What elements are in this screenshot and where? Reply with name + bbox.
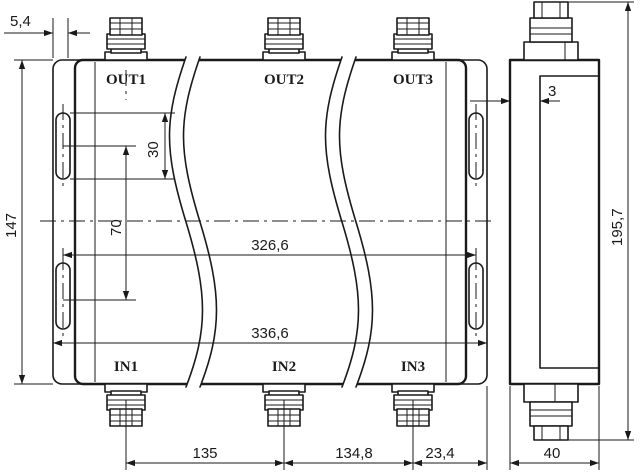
dim-label-height-total: 147 [3, 213, 20, 238]
dimension-side-offset: 3 [470, 83, 560, 105]
dimension-side-height: 195,7 [568, 1, 634, 441]
break-line-2 [324, 56, 374, 388]
dim-label-inner-width: 326,6 [251, 237, 289, 254]
break-line-1 [168, 56, 218, 388]
dim-label-slot-spacing: 30 [145, 141, 162, 158]
dimension-chain-bottom: 135 134,8 23,4 [125, 386, 488, 470]
dim-label-outer-width: 336,6 [251, 325, 289, 342]
connector-out2 [262, 17, 306, 61]
connector-out1 [104, 17, 148, 61]
mounting-slot-left-lower [55, 254, 71, 338]
connector-out3 [391, 17, 435, 61]
port-label-out2: OUT2 [264, 72, 304, 88]
dimension-height-total: 147 [3, 59, 53, 385]
port-label-out3: OUT3 [393, 72, 433, 88]
dimension-slot-spacing: 30 [70, 112, 175, 180]
dim-label-side-offset: 3 [548, 83, 556, 100]
dim-label-pitch-1: 135 [192, 445, 217, 462]
port-label-in2: IN2 [272, 359, 296, 375]
dim-label-depth: 40 [544, 445, 561, 462]
port-label-in1: IN1 [114, 359, 138, 375]
dim-label-pitch-2: 134,8 [335, 445, 373, 462]
port-label-in3: IN3 [401, 359, 425, 375]
dim-label-edge-offset: 23,4 [425, 445, 454, 462]
dimension-outer-width: 336,6 [53, 325, 487, 347]
dimension-hole-spacing: 70 [63, 145, 136, 301]
dimension-flange: 5,4 [4, 13, 90, 58]
mounting-slot-right-upper [468, 104, 484, 188]
dimension-depth: 40 [509, 386, 600, 470]
dim-label-flange: 5,4 [10, 13, 31, 30]
dim-label-side-height: 195,7 [609, 208, 626, 246]
dimension-inner-width: 326,6 [62, 237, 477, 262]
enclosure-side-view [508, 1, 601, 441]
port-label-out1: OUT1 [106, 72, 146, 88]
dim-label-hole-spacing: 70 [108, 219, 125, 236]
mounting-slot-right-lower [468, 254, 484, 338]
